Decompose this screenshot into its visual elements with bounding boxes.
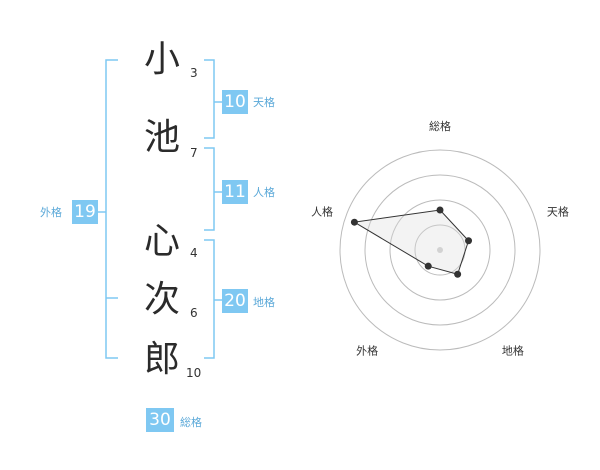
radar-rings	[339, 149, 541, 351]
radar-ring-2	[389, 199, 491, 301]
chikaku-label: 地格	[253, 296, 275, 309]
name-char-1: 小	[143, 39, 180, 80]
soukaku-label: 総格	[180, 416, 202, 429]
stroke-count-3: 4	[190, 246, 198, 260]
name-char-4: 次	[143, 279, 180, 320]
tenkaku-badge: 10	[222, 90, 248, 114]
radar-point-4	[350, 218, 358, 226]
radar-axis-label-3: 外格	[356, 343, 378, 357]
radar-point-0	[436, 206, 444, 214]
radar-ring-3	[364, 174, 516, 326]
tenkaku-label: 天格	[253, 96, 275, 109]
stroke-count-1: 3	[190, 66, 198, 80]
radar-shape	[350, 206, 473, 278]
name-char-3: 心	[143, 221, 180, 262]
radar-axis-label-2: 地格	[502, 343, 524, 357]
radar-center	[437, 247, 443, 253]
radar-axis-label-1: 天格	[547, 205, 569, 219]
stroke-count-5: 10	[186, 366, 202, 380]
radar-axis-label-4: 人格	[311, 205, 333, 219]
jinkaku-label: 人格	[253, 186, 275, 199]
chikaku-badge: 20	[222, 289, 248, 313]
radar-point-3	[424, 262, 432, 270]
stroke-count-2: 7	[190, 146, 198, 160]
radar-point-1	[465, 237, 473, 245]
radar-polygon	[352, 209, 470, 275]
soukaku-badge: 30	[146, 408, 174, 432]
radar-point-2	[454, 270, 462, 278]
name-char-2: 池	[143, 117, 180, 158]
stroke-count-4: 6	[190, 306, 198, 320]
radar-axis-label-0: 総格	[429, 119, 451, 133]
gaikaku-badge: 19	[72, 200, 98, 224]
radar-ring-4	[339, 149, 541, 351]
gaikaku-label: 外格	[40, 206, 62, 219]
name-char-5: 郎	[143, 339, 180, 380]
jinkaku-badge: 11	[222, 180, 248, 204]
